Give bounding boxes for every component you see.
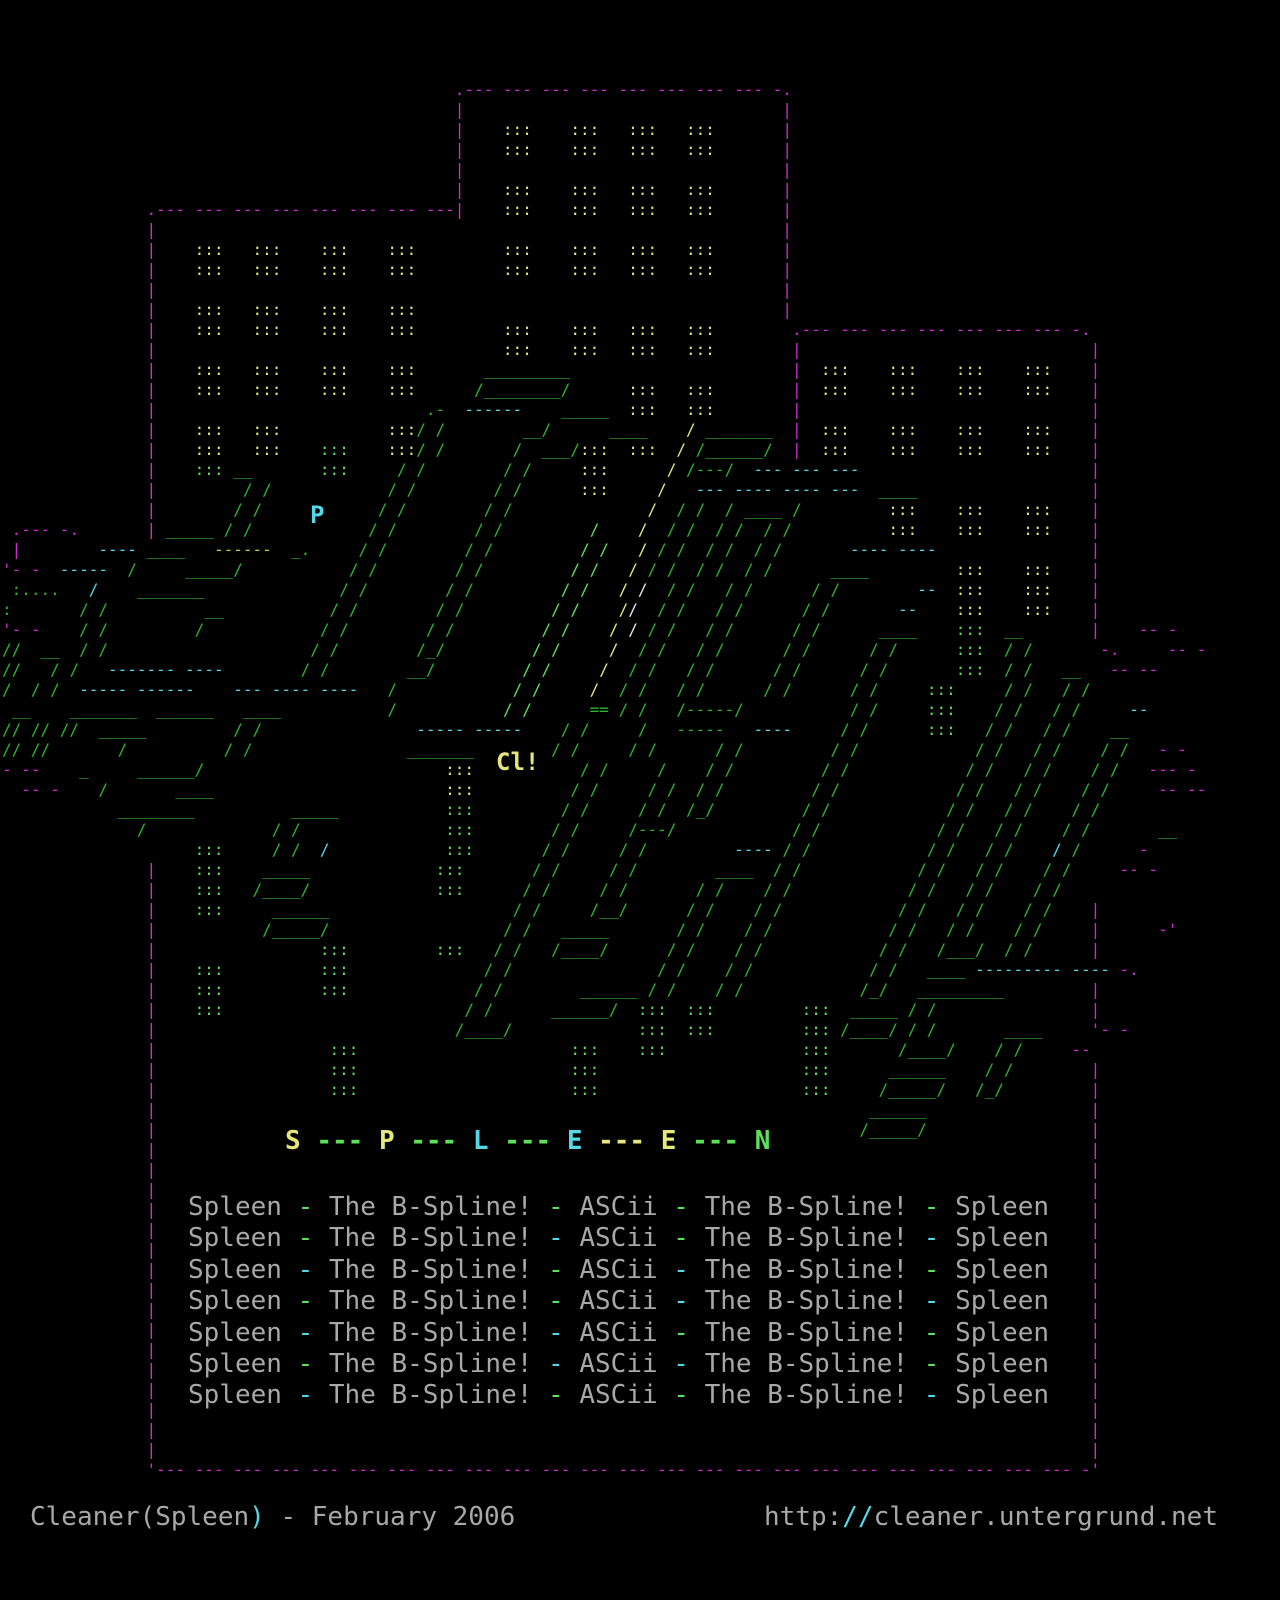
tagline-row: Spleen - The B-Spline! - ASCii - The B-S… bbox=[188, 1192, 1049, 1222]
p-label: P bbox=[310, 501, 325, 529]
website-url: http://cleaner.untergrund.net bbox=[764, 1502, 1218, 1532]
credit-text: Cleaner(Spleen) - February 2006 bbox=[30, 1502, 516, 1532]
tagline-row: Spleen - The B-Spline! - ASCii - The B-S… bbox=[188, 1254, 1049, 1285]
tagline-row: Spleen - The B-Spline! - ASCii - The B-S… bbox=[188, 1223, 1049, 1254]
spleen-letters: S --- P --- L --- E --- E --- N bbox=[285, 1126, 771, 1156]
tagline-block: Spleen - The B-Spline! - ASCii - The B-S… bbox=[188, 1192, 1049, 1412]
tagline-row: Spleen - The B-Spline! - ASCii - The B-S… bbox=[188, 1380, 1049, 1411]
cl-label: Cl! bbox=[496, 748, 540, 776]
tagline-row: Spleen - The B-Spline! - ASCii - The B-S… bbox=[188, 1317, 1049, 1348]
tagline-row: Spleen - The B-Spline! - ASCii - The B-S… bbox=[188, 1348, 1049, 1379]
ascii-art: .--- --- --- --- --- --- --- --- -. | | bbox=[2, 80, 1207, 1479]
tagline-row: Spleen - The B-Spline! - ASCii - The B-S… bbox=[188, 1286, 1049, 1317]
